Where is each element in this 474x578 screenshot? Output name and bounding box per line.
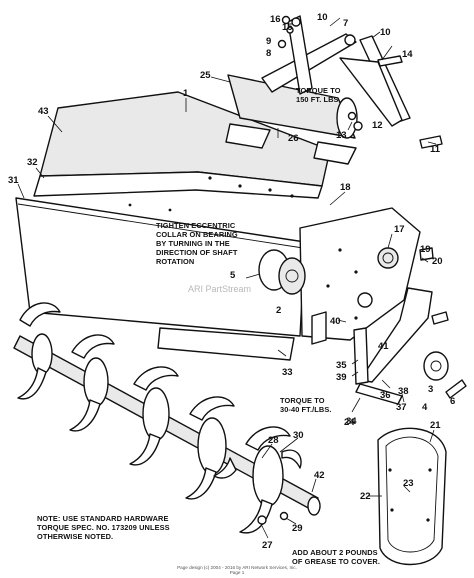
callout-28: 28 — [268, 435, 279, 446]
svg-text:NOTE: USE STANDARD HARDWARE: NOTE: USE STANDARD HARDWARE — [37, 514, 169, 523]
callout-34: 34 — [346, 416, 357, 427]
chain-case-side — [353, 247, 467, 405]
svg-text:DIRECTION OF SHAFT: DIRECTION OF SHAFT — [156, 248, 238, 257]
callout-14: 14 — [402, 49, 413, 60]
callout-30: 30 — [293, 430, 304, 441]
callout-41: 41 — [378, 341, 389, 352]
callout-16: 16 — [270, 14, 281, 25]
callout-27: 27 — [262, 540, 273, 551]
callout-35: 35 — [336, 360, 347, 371]
callout-3: 3 — [428, 384, 433, 395]
svg-text:TIGHTEN ECCENTRIC: TIGHTEN ECCENTRIC — [156, 221, 236, 230]
svg-text:COLLAR ON BEARING: COLLAR ON BEARING — [156, 230, 238, 239]
callout-7: 7 — [343, 18, 348, 29]
callout-5: 5 — [230, 270, 236, 281]
callout-22: 22 — [360, 491, 371, 502]
tine-assembly — [13, 302, 321, 534]
watermark: ARI PartStream — [188, 284, 251, 294]
note-eccentric-collar: TIGHTEN ECCENTRIC COLLAR ON BEARING BY T… — [156, 221, 238, 266]
copyright-footer: Page design (c) 2004 - 2016 by ARI Netwo… — [0, 565, 474, 575]
leader-lines — [17, 17, 437, 539]
callout-26: 26 — [288, 133, 299, 144]
callout-37: 37 — [396, 402, 407, 413]
callout-31: 31 — [8, 175, 19, 186]
callout-9: 9 — [266, 36, 271, 47]
callout-23: 23 — [403, 478, 414, 489]
callout-24: 24 — [344, 417, 355, 428]
callout-4: 4 — [422, 402, 428, 413]
callout-19: 19 — [420, 244, 431, 255]
note-grease: ADD ABOUT 2 POUNDS OF GREASE TO COVER. — [292, 548, 380, 566]
note-torque-150: TORQUE TO 150 FT. LBS. — [296, 86, 341, 104]
callout-11: 11 — [430, 144, 441, 155]
callout-1: 1 — [183, 88, 189, 99]
callout-2: 2 — [276, 305, 281, 316]
callout-42: 42 — [314, 470, 325, 481]
callout-43: 43 — [38, 106, 49, 117]
note-torque-30-40: TORQUE TO 30-40 FT./LBS. — [280, 396, 332, 414]
svg-text:OTHERWISE NOTED.: OTHERWISE NOTED. — [37, 532, 113, 541]
callout-20: 20 — [432, 256, 443, 267]
callout-15: 15 — [282, 22, 293, 33]
callout-13: 13 — [336, 130, 347, 141]
callout-10: 10 — [317, 12, 328, 23]
callout-40: 40 — [330, 316, 341, 327]
callout-32: 32 — [27, 157, 38, 168]
callout-6: 6 — [450, 396, 455, 407]
tiller-hood — [15, 91, 331, 361]
callout-21: 21 — [430, 420, 441, 431]
hitch-frame — [261, 15, 443, 149]
callout-numbers: 1 2 3 4 5 6 7 8 9 10 10 11 12 13 14 15 1… — [8, 12, 455, 551]
callout-29: 29 — [292, 523, 303, 534]
svg-text:OF GREASE TO COVER.: OF GREASE TO COVER. — [292, 557, 380, 566]
svg-text:ROTATION: ROTATION — [156, 257, 194, 266]
callout-12: 12 — [372, 120, 383, 131]
svg-text:TORQUE TO: TORQUE TO — [280, 396, 325, 405]
svg-text:TORQUE TO: TORQUE TO — [296, 86, 341, 95]
svg-text:30-40 FT./LBS.: 30-40 FT./LBS. — [280, 405, 332, 414]
callout-8: 8 — [266, 48, 271, 59]
callout-39: 39 — [336, 372, 347, 383]
svg-text:ADD ABOUT 2 POUNDS: ADD ABOUT 2 POUNDS — [292, 548, 378, 557]
callout-18: 18 — [340, 182, 351, 193]
svg-text:TORQUE SPEC. NO. 173209 UNLESS: TORQUE SPEC. NO. 173209 UNLESS — [37, 523, 170, 532]
page-number: Page 1 — [229, 570, 245, 575]
chain-case-cover — [377, 427, 447, 566]
callout-38: 38 — [398, 386, 409, 397]
copyright-line: Page design (c) 2004 - 2016 by ARI Netwo… — [177, 565, 297, 570]
note-standard-hardware: NOTE: USE STANDARD HARDWARE TORQUE SPEC.… — [37, 514, 170, 541]
callout-36: 36 — [380, 390, 391, 401]
svg-text:150 FT. LBS.: 150 FT. LBS. — [296, 95, 341, 104]
callout-10b: 10 — [380, 27, 391, 38]
svg-text:BY TURNING IN THE: BY TURNING IN THE — [156, 239, 230, 248]
callout-33: 33 — [282, 367, 293, 378]
callout-25: 25 — [200, 70, 211, 81]
callout-17: 17 — [394, 224, 405, 235]
